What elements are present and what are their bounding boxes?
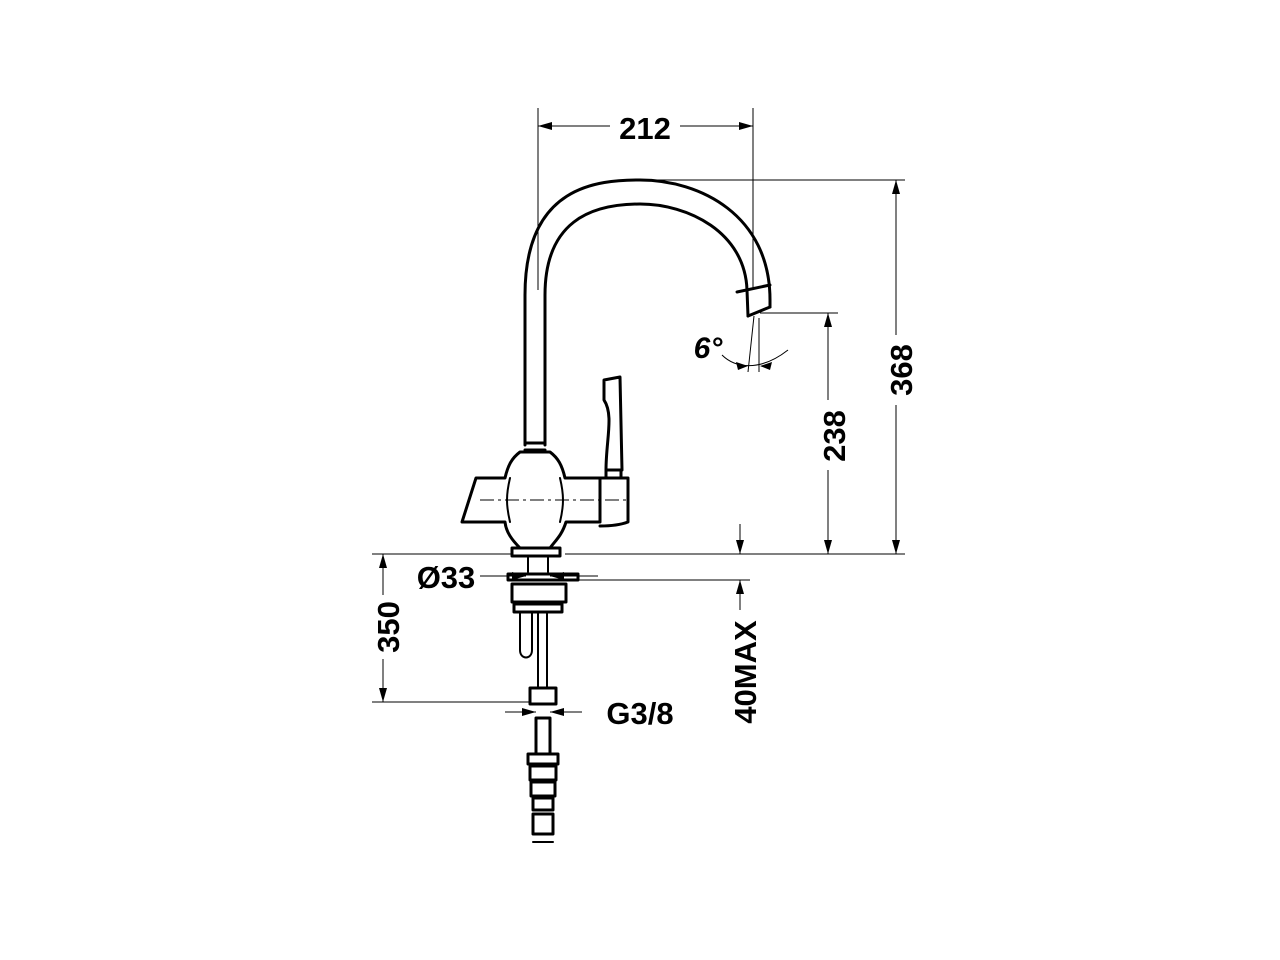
dimension-hole-diameter: Ø33	[417, 560, 598, 595]
right-lever	[598, 375, 630, 528]
dimension-thread: G3/8	[505, 696, 674, 731]
spout-height-label: 238	[817, 410, 852, 462]
faucet-spout	[523, 178, 772, 447]
thread-label: G3/8	[606, 696, 673, 731]
hose-length-label: 350	[371, 601, 406, 653]
dimension-width: 212	[537, 108, 754, 290]
neck-collar	[523, 441, 547, 452]
dimension-total-height: 368	[565, 179, 919, 555]
total-height-label: 368	[884, 344, 919, 396]
dimension-deck-thickness: 40MAX	[572, 524, 763, 724]
mounting-assembly	[506, 546, 580, 691]
angle-label: 6°	[694, 332, 724, 365]
deck-thickness-label: 40MAX	[728, 620, 763, 724]
width-label: 212	[619, 111, 671, 146]
hole-diameter-label: Ø33	[417, 560, 476, 595]
hose-connector	[526, 686, 560, 843]
dimension-spout-angle: 6°	[694, 315, 789, 373]
dimension-hose-length: 350	[368, 553, 530, 703]
dimension-spout-height: 238	[760, 312, 852, 554]
